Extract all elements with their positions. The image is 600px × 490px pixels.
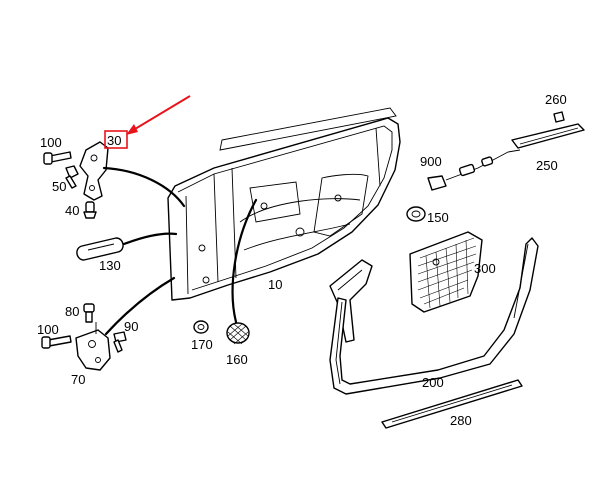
cable-part-900[interactable] [427,149,521,191]
upper-hinge-part-30[interactable] [79,141,109,201]
highlight-arrow [129,95,191,133]
bracket-part-260[interactable] [553,111,565,123]
door-seal-part-200[interactable] [329,237,539,395]
label-260: 260 [545,92,567,107]
bolt-part-40[interactable] [83,201,97,219]
highlight-arrowhead [126,124,138,135]
leader-lines [95,166,258,336]
label-70: 70 [71,372,85,387]
plug-part-170[interactable] [193,320,209,334]
label-100-upper: 100 [40,135,62,150]
label-90: 90 [124,319,138,334]
highlight-box [104,130,128,149]
trim-strip-part-280[interactable] [381,379,523,429]
label-300: 300 [474,261,496,276]
label-150: 150 [427,210,449,225]
label-280: 280 [450,413,472,428]
lower-hinge-part-70[interactable] [75,329,111,371]
label-40: 40 [65,203,79,218]
handle-part-130[interactable] [76,237,124,261]
label-170: 170 [191,337,213,352]
label-160: 160 [226,352,248,367]
label-100-lower: 100 [37,322,59,337]
label-10: 10 [268,277,282,292]
grille-plug-part-160[interactable] [226,322,250,345]
label-900: 900 [420,154,442,169]
bolt-part-80[interactable] [83,303,95,323]
label-80: 80 [65,304,79,319]
label-250: 250 [536,158,558,173]
label-200: 200 [422,375,444,390]
door-shell-part-10[interactable] [167,107,401,301]
speaker-panel-part-300[interactable] [409,231,483,313]
label-30: 30 [107,133,121,148]
rail-part-250[interactable] [511,123,585,149]
highlight-marker [104,95,191,149]
bolt-part-90[interactable] [113,331,127,353]
washer-part-150[interactable] [406,206,426,222]
label-50: 50 [52,179,66,194]
part-labels: 30 100 50 40 130 80 100 90 70 170 160 10… [37,92,567,428]
bolt-part-100-upper[interactable] [43,151,72,165]
bolt-part-100-lower[interactable] [41,335,72,349]
label-130: 130 [99,258,121,273]
bolt-part-50[interactable] [65,165,79,189]
